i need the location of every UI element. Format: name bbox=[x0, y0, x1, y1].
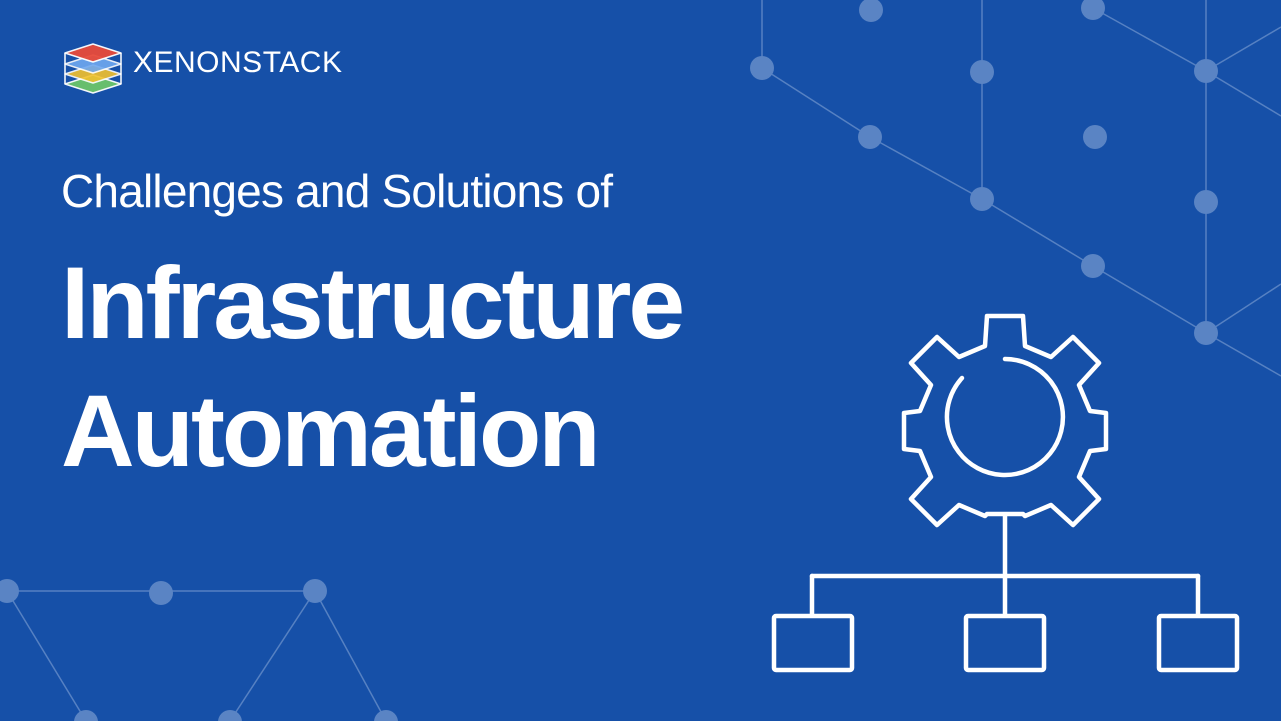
page-title-line-2: Automation bbox=[61, 374, 601, 488]
child-box-2 bbox=[963, 613, 1047, 673]
child-box-3 bbox=[1156, 613, 1240, 673]
page-title-line-1: Infrastructure bbox=[61, 246, 685, 360]
child-box-1 bbox=[771, 613, 855, 673]
brand-name: XENONSTACK bbox=[133, 46, 343, 79]
stacked-layers-icon bbox=[64, 43, 122, 94]
gear-outline bbox=[901, 313, 1109, 528]
brand-logo[interactable]: XENONSTACK bbox=[61, 32, 342, 94]
gear-inner-ring bbox=[944, 356, 1066, 478]
page-subtitle: Challenges and Solutions of bbox=[61, 165, 613, 217]
